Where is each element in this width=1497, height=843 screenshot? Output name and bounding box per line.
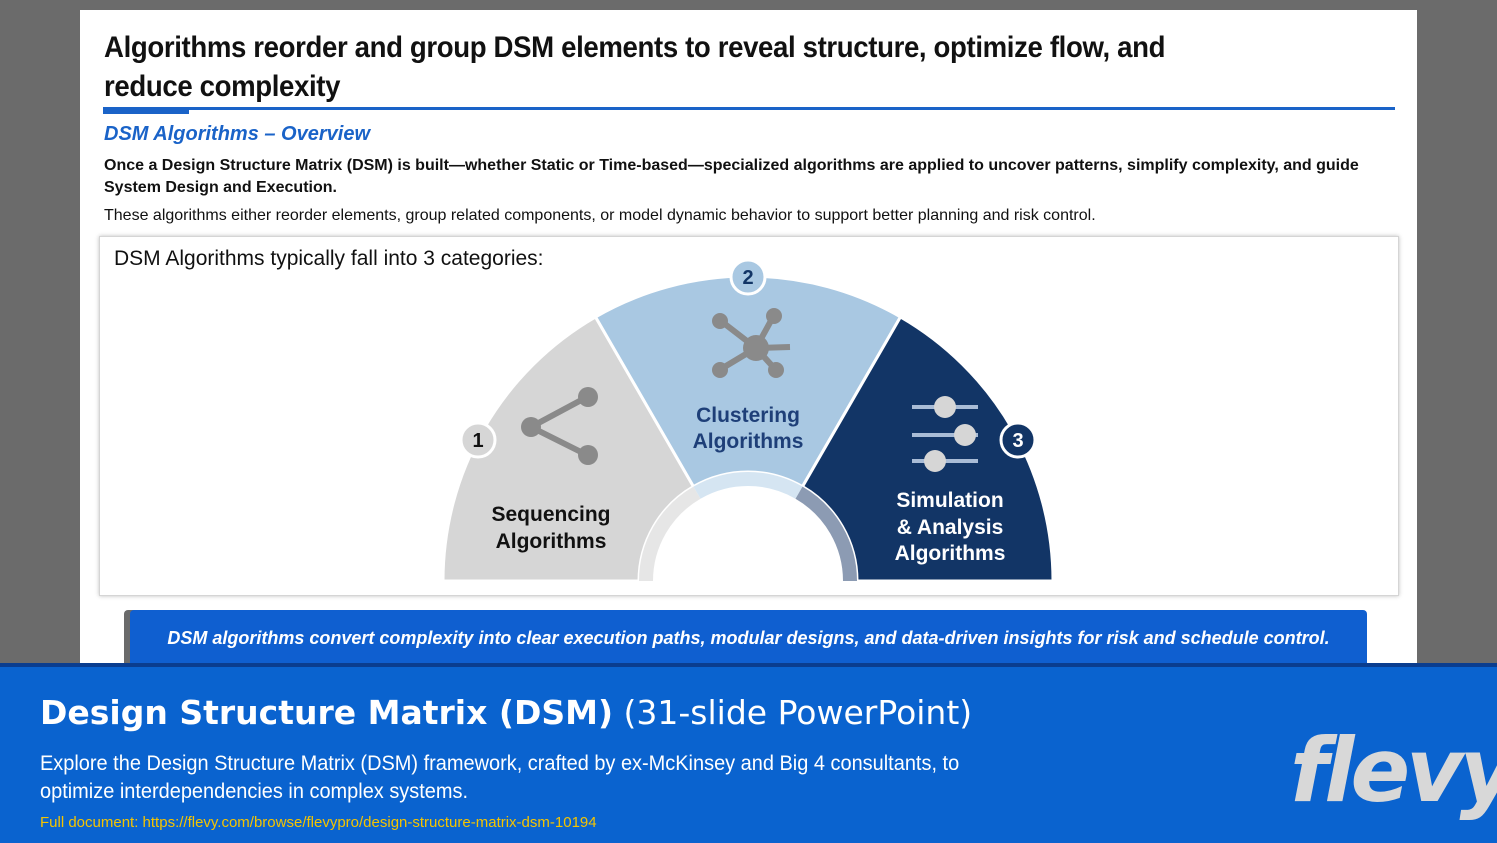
categories-panel: DSM Algorithms typically fall into 3 cat… — [99, 236, 1399, 596]
callout-banner: DSM algorithms convert complexity into c… — [130, 610, 1367, 670]
label-sequencing-line2: Algorithms — [496, 530, 607, 553]
badge-2-number: 2 — [742, 267, 753, 289]
ring-notch-2 — [741, 505, 755, 513]
inner-ring-slate — [795, 486, 857, 582]
slide: Algorithms reorder and group DSM element… — [80, 10, 1417, 670]
ring-notch-1 — [674, 530, 694, 551]
label-clustering-line2: Algorithms — [693, 430, 804, 453]
badge-3: 3 — [999, 421, 1037, 459]
share-icon — [521, 387, 598, 465]
footer-title-bold: Design Structure Matrix (DSM) — [40, 693, 614, 732]
label-sequencing-line1: Sequencing — [491, 503, 610, 526]
footer-description: Explore the Design Structure Matrix (DSM… — [40, 752, 960, 803]
footer-document-link[interactable]: Full document: https://flevy.com/browse/… — [40, 814, 597, 831]
flevy-logo[interactable]: flevy — [1290, 719, 1497, 822]
sliders-icon — [912, 396, 978, 472]
label-clustering-line1: Clustering — [696, 404, 800, 427]
semicircle-diagram: 1 2 3 — [441, 258, 1055, 583]
footer-title: Design Structure Matrix (DSM) (31-slide … — [40, 693, 972, 732]
footer-banner: Design Structure Matrix (DSM) (31-slide … — [0, 663, 1497, 843]
section-heading: DSM Algorithms – Overview — [104, 123, 370, 145]
inner-ring-lightblue — [693, 472, 803, 499]
title-divider-accent — [103, 109, 189, 114]
inner-ring-gray — [639, 486, 701, 582]
badge-1: 1 — [459, 421, 497, 459]
panel-caption: DSM Algorithms typically fall into 3 cat… — [114, 247, 544, 270]
callout-text: DSM algorithms convert complexity into c… — [167, 628, 1330, 648]
label-simulation-line2: & Analysis — [897, 516, 1004, 539]
intro-plain-text: These algorithms either reorder elements… — [104, 207, 1096, 224]
badge-1-number: 1 — [472, 430, 483, 452]
footer-title-light: (31-slide PowerPoint) — [623, 693, 973, 732]
title-divider — [103, 107, 1395, 110]
badge-3-number: 3 — [1012, 430, 1023, 452]
label-simulation-line1: Simulation — [896, 489, 1003, 512]
badge-2: 2 — [729, 258, 767, 296]
network-hub-icon — [712, 308, 791, 378]
label-simulation-line3: Algorithms — [895, 542, 1006, 565]
slide-title: Algorithms reorder and group DSM element… — [104, 31, 1166, 103]
intro-bold-text: Once a Design Structure Matrix (DSM) is … — [104, 157, 1359, 196]
